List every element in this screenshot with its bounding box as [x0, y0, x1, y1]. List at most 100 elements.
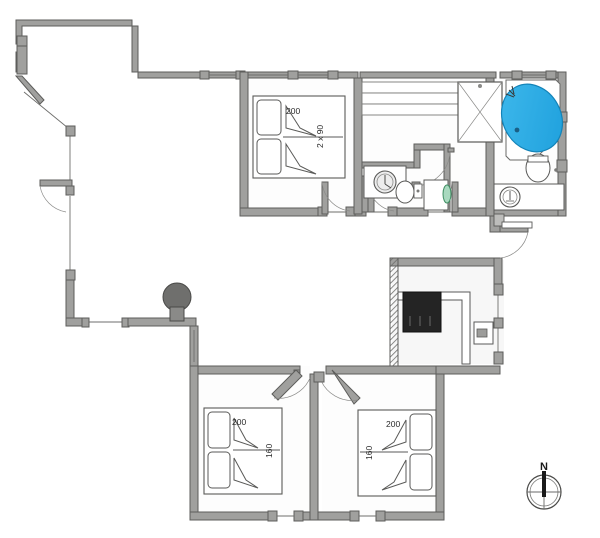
window-se-s2 — [375, 510, 386, 522]
wall-kitchen-west-hatched — [389, 257, 399, 367]
window-se-s1 — [349, 510, 360, 522]
bed-group-north: 200 2 x 90 — [252, 95, 346, 179]
window-sw-s2 — [293, 510, 304, 522]
compass-needle-north — [542, 471, 546, 497]
window-w-2 — [65, 185, 75, 196]
duvet-fold-sw-1 — [233, 417, 259, 449]
wall-north-wing-south-a — [239, 207, 321, 217]
door-glass-green — [442, 184, 452, 204]
window-n-4 — [511, 70, 523, 80]
wall-north-wing-west — [239, 71, 249, 215]
glazing-line-nw — [23, 91, 69, 129]
utility-fixtures — [363, 165, 452, 211]
window-n-2 — [287, 70, 299, 80]
wall-west-lower — [65, 279, 75, 319]
wall-north-top-b — [359, 71, 497, 79]
wall-bedroom-sauna — [353, 77, 363, 215]
window-e-2 — [556, 159, 568, 173]
wall-utility-right — [413, 149, 421, 169]
washer-marker-2 — [384, 183, 392, 189]
door-post-shower — [447, 147, 455, 153]
cooktop-icon — [402, 291, 442, 333]
tub-tap — [505, 85, 516, 98]
pillow-sw-1 — [207, 411, 231, 449]
bed-length-label-north: 200 — [286, 106, 300, 116]
duvet-fold-north-1 — [285, 104, 317, 137]
window-sw-s1 — [267, 510, 278, 522]
pillow-north-1 — [256, 99, 282, 136]
pillow-se-2 — [409, 453, 433, 491]
door-post-center-south — [313, 371, 325, 383]
shower-diag-2 — [457, 81, 503, 143]
wall-kitchen-east-upper — [493, 257, 503, 287]
wall-sw-north — [189, 365, 301, 375]
window-n-0 — [199, 70, 210, 80]
duvet-fold-sw-2 — [233, 457, 259, 489]
compass-north-label: N — [540, 461, 548, 473]
window-w-3 — [65, 269, 76, 281]
duvet-fold-se-1 — [381, 419, 407, 451]
door-swing-hall — [499, 231, 529, 259]
bed-width-label-se: 160 — [364, 446, 374, 460]
wall-se-kitchen-link — [435, 365, 501, 375]
window-n-3 — [327, 70, 339, 80]
wall-kitchen-north — [389, 257, 501, 267]
cabinet-handle — [476, 328, 488, 338]
bed-group-sw: 200 160 — [203, 407, 283, 495]
door-leaf-west — [39, 179, 73, 187]
bed-width-label-sw: 160 — [264, 444, 274, 458]
window-kitchen-1 — [493, 283, 504, 296]
wall-south-divider — [309, 373, 319, 521]
toilet-flush — [416, 189, 420, 193]
wall-se-east — [435, 365, 445, 521]
door-leaf-bathroom — [451, 181, 459, 213]
pillow-se-1 — [409, 413, 433, 451]
wall-se-north — [325, 365, 445, 375]
wall-sw-south-a — [189, 511, 271, 521]
bed-group-se: 200 160 — [357, 409, 437, 497]
door-leaf-se — [331, 369, 361, 405]
compass-rose-icon: N — [526, 461, 562, 510]
door-swing-sw — [273, 377, 311, 399]
whirlpool-tub-icon — [500, 79, 564, 161]
vanity-leg — [493, 213, 505, 227]
window-w-1 — [65, 125, 76, 137]
stove-base — [169, 306, 185, 322]
wall-se-south-b — [377, 511, 445, 521]
pillow-north-2 — [256, 138, 282, 175]
wall-angled-nw — [14, 75, 45, 105]
door-post-s3 — [387, 206, 398, 217]
tub-drain — [514, 127, 520, 133]
tub-water — [500, 83, 564, 153]
door-leaf-sw — [271, 369, 303, 401]
bed-width-label-north: 2 x 90 — [315, 125, 325, 148]
pillow-sw-2 — [207, 451, 231, 489]
window-nw-1 — [16, 35, 28, 47]
walls — [14, 19, 568, 522]
toilet-cistern-bathroom — [527, 155, 549, 163]
sink-basin-inner — [502, 189, 518, 205]
washer-drum-inner — [376, 173, 394, 191]
shower-head — [478, 84, 482, 88]
vanity-shelf — [501, 221, 533, 229]
wall-sw-west — [189, 365, 199, 521]
duvet-fold-north-2 — [285, 142, 317, 175]
bed-length-label-sw: 200 — [232, 417, 246, 427]
window-s-1 — [81, 317, 90, 328]
toilet-icon-utility — [395, 180, 415, 204]
window-kitchen-2 — [493, 317, 504, 329]
wall-northwest-terrace — [15, 19, 241, 79]
door-swing-bedroom-north — [321, 181, 351, 212]
bed-length-label-se: 200 — [386, 419, 400, 429]
bathroom-fixtures — [493, 153, 565, 229]
window-n-5 — [545, 70, 557, 80]
shower-cabin-icon — [457, 81, 503, 143]
duvet-fold-se-2 — [381, 459, 407, 491]
window-kitchen-3 — [493, 351, 504, 365]
wall-south-living — [127, 317, 197, 327]
door-swing-west — [39, 185, 67, 213]
wall-se-south-a — [317, 511, 353, 521]
toilet-fitting — [554, 168, 558, 172]
